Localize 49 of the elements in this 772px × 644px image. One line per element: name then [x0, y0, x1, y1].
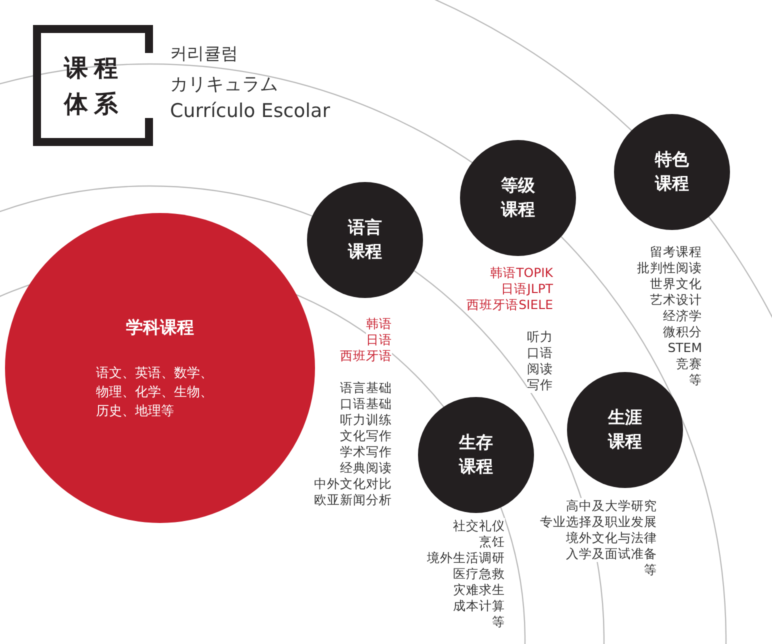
course-item: 医疗急救 — [453, 566, 505, 582]
course-title: 特色课程 — [654, 149, 690, 196]
course-item: 学术写作 — [340, 444, 392, 460]
course-item: 中外文化对比 — [314, 476, 392, 492]
course-item: 专业选择及职业发展 — [540, 514, 657, 530]
course-title: 等级课程 — [500, 175, 536, 222]
course-item: 世界文化 — [650, 276, 702, 292]
course-item: 经典阅读 — [340, 460, 392, 476]
course-item: 竞赛 — [676, 356, 702, 372]
course-list: 语文、英语、数学、物理、化学、生物、历史、地理等 — [96, 364, 224, 420]
course-item: 灾难求生 — [453, 582, 505, 598]
course-item: 批判性阅读 — [637, 260, 702, 276]
course-item: 成本计算 — [453, 598, 505, 614]
course-item: 日语 — [366, 332, 392, 348]
course-item: 经济学 — [663, 308, 702, 324]
subtitle: カリキュラム — [170, 73, 278, 96]
course-item: 韩语 — [366, 316, 392, 332]
course-item: 文化写作 — [340, 428, 392, 444]
course-item: 日语JLPT — [501, 281, 553, 297]
course-item: 境外文化与法律 — [566, 530, 657, 546]
course-item: 韩语TOPIK — [490, 265, 553, 281]
course-item: 听力训练 — [340, 412, 392, 428]
title: 课程体系 — [64, 53, 125, 120]
course-item: 西班牙语SIELE — [466, 297, 553, 313]
course-item: 入学及面试准备 — [566, 546, 657, 562]
course-item: 口语基础 — [340, 396, 392, 412]
course-item: 欧亚新闻分析 — [314, 492, 392, 508]
course-item: 阅读 — [527, 361, 553, 377]
course-item: 等 — [492, 614, 505, 630]
course-item: 微积分 — [663, 324, 702, 340]
course-item: 西班牙语 — [340, 348, 392, 364]
course-item: 听力 — [527, 329, 553, 345]
course-title: 生存课程 — [458, 432, 494, 479]
course-item: 写作 — [527, 377, 553, 393]
course-title: 生涯课程 — [607, 407, 643, 454]
course-item: 口语 — [527, 345, 553, 361]
course-item: 留考课程 — [650, 244, 702, 260]
course-item: 等 — [689, 372, 702, 388]
course-item: 语言基础 — [340, 380, 392, 396]
subtitle: Currículo Escolar — [170, 100, 330, 122]
course-item: 境外生活调研 — [427, 550, 505, 566]
course-item: 社交礼仪 — [453, 518, 505, 534]
subtitle: 커리큘럼 — [170, 43, 238, 65]
course-item: 艺术设计 — [650, 292, 702, 308]
course-item: 高中及大学研究 — [566, 498, 657, 514]
course-title: 语言课程 — [347, 217, 383, 264]
course-title: 学科课程 — [126, 316, 194, 340]
course-item: 烹饪 — [479, 534, 505, 550]
course-item: 等 — [644, 562, 657, 578]
